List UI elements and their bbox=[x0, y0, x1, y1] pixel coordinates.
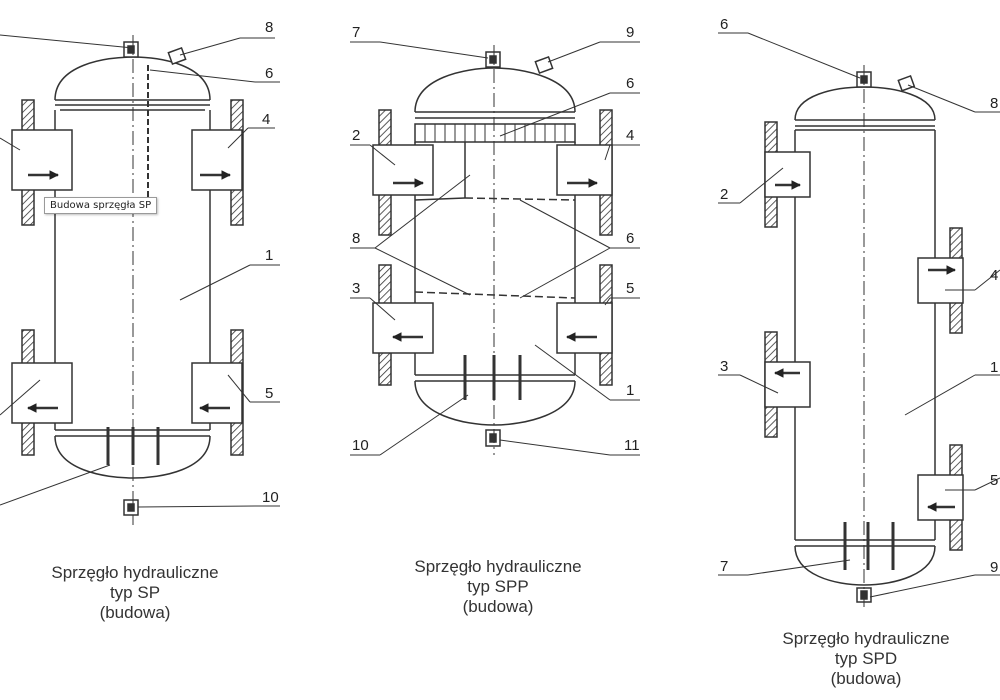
label-spp-2: 6 bbox=[626, 75, 634, 92]
image-tooltip: Budowa sprzęgła SP bbox=[44, 197, 158, 214]
label-spd-0: 6 bbox=[720, 16, 728, 33]
label-spp-11: 11 bbox=[624, 437, 640, 454]
caption-spp-line1: Sprzęgło hydrauliczne bbox=[414, 557, 581, 576]
label-spd-1: 8 bbox=[990, 95, 998, 112]
label-sp-4: 5 bbox=[265, 385, 273, 402]
label-sp-5: 10 bbox=[262, 489, 279, 506]
label-spp-0: 7 bbox=[352, 24, 360, 41]
label-spd-5: 1 bbox=[990, 359, 998, 376]
caption-sp-line3: (budowa) bbox=[100, 603, 171, 622]
label-sp-2: 4 bbox=[262, 111, 270, 128]
label-spp-4: 4 bbox=[626, 127, 634, 144]
label-spd-3: 4 bbox=[990, 267, 998, 284]
label-spp-9: 1 bbox=[626, 382, 634, 399]
caption-spd-line3: (budowa) bbox=[831, 669, 902, 688]
label-spp-6: 6 bbox=[626, 230, 634, 247]
label-spp-1: 9 bbox=[626, 24, 634, 41]
label-sp-1: 6 bbox=[265, 65, 273, 82]
labels-spp: 7 9 6 2 4 8 6 3 5 1 10 11 Sprzęgło hydra… bbox=[352, 24, 640, 616]
label-sp-3: 1 bbox=[265, 247, 273, 264]
label-spd-7: 7 bbox=[720, 558, 728, 575]
label-spd-6: 5 bbox=[990, 472, 998, 489]
label-spd-8: 9 bbox=[990, 559, 998, 576]
caption-spd-line1: Sprzęgło hydrauliczne bbox=[782, 629, 949, 648]
label-spp-5: 8 bbox=[352, 230, 360, 247]
label-spp-10: 10 bbox=[352, 437, 369, 454]
diagram-spd bbox=[718, 32, 1000, 610]
caption-spd-line2: typ SPD bbox=[835, 649, 897, 668]
diagram-sp bbox=[0, 34, 280, 525]
diagram-spp bbox=[350, 41, 640, 456]
caption-spp-line2: typ SPP bbox=[467, 577, 528, 596]
labels-sp: 8 6 4 1 5 10 Sprzęgło hydrauliczne typ S… bbox=[51, 19, 278, 622]
caption-sp-line2: typ SP bbox=[110, 583, 160, 602]
caption-sp-line1: Sprzęgło hydrauliczne bbox=[51, 563, 218, 582]
label-spp-8: 5 bbox=[626, 280, 634, 297]
label-spd-2: 2 bbox=[720, 186, 728, 203]
label-spp-3: 2 bbox=[352, 127, 360, 144]
labels-spd: 6 8 2 4 3 1 5 7 9 Sprzęgło hydrauliczne … bbox=[720, 16, 998, 688]
label-spd-4: 3 bbox=[720, 358, 728, 375]
label-spp-7: 3 bbox=[352, 280, 360, 297]
caption-spp-line3: (budowa) bbox=[463, 597, 534, 616]
label-sp-0: 8 bbox=[265, 19, 273, 36]
